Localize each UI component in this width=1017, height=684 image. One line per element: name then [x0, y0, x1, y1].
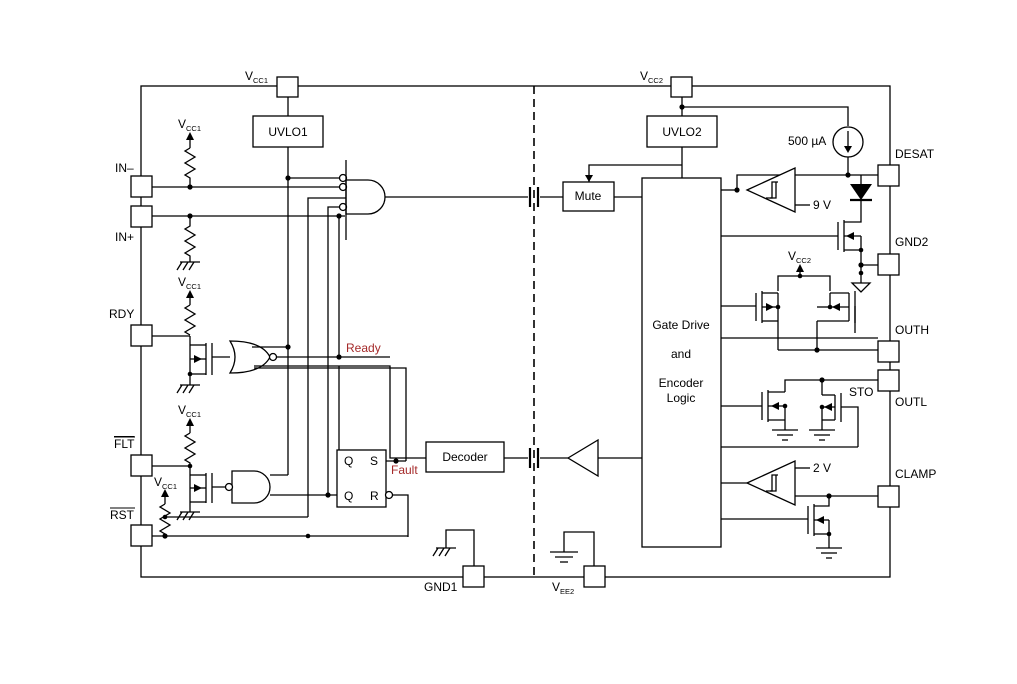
- vcc1-pullup-rst: VCC1: [154, 475, 177, 536]
- and-gate-input: [338, 160, 386, 240]
- ref-2v-label: 2 V: [813, 461, 831, 475]
- label-rst: RST: [110, 508, 135, 522]
- pin-gnd1: [462, 565, 485, 588]
- pin-outl: [877, 369, 900, 392]
- fault-label: Fault: [391, 463, 418, 477]
- rdy-nor-gate: [228, 340, 278, 374]
- label-outl: OUTL: [895, 395, 927, 409]
- label-in-minus: IN–: [115, 161, 134, 175]
- label-rdy: RDY: [109, 307, 134, 321]
- mute-block: [562, 181, 615, 212]
- sr-flipflop: [336, 449, 387, 508]
- desat-diode: [850, 184, 872, 202]
- label-in-plus: IN+: [115, 230, 134, 244]
- pin-rst: [130, 524, 153, 547]
- gnd2-symbol: [850, 282, 872, 293]
- svg-text:VCC1: VCC1: [154, 475, 177, 491]
- gate-drive-logic-block: [641, 177, 722, 548]
- label-flt: FLT: [114, 437, 135, 451]
- receiver-buffer: [566, 438, 599, 478]
- ready-label: Ready: [346, 341, 381, 355]
- ff-s: S: [370, 454, 378, 468]
- pin-in-minus: [130, 175, 153, 198]
- flt-nand-gate: [224, 470, 271, 504]
- pin-gnd2: [877, 253, 900, 276]
- pin-vcc1: [276, 76, 299, 98]
- clamp-nmos: [721, 496, 830, 548]
- current-source-label: 500 µA: [788, 134, 826, 148]
- mute-label: Mute: [575, 189, 602, 203]
- pin-flt: [130, 454, 153, 477]
- uvlo2-label: UVLO2: [662, 125, 702, 139]
- label-clamp: CLAMP: [895, 467, 936, 481]
- vcc1-pullup-in: VCC1: [178, 117, 201, 187]
- ground-outl-right: [809, 429, 835, 441]
- label-gnd1: GND1: [424, 580, 458, 594]
- pin-vcc2: [670, 76, 693, 98]
- vcc2-local-label: VCC2: [788, 249, 811, 265]
- clamp-comparator: [745, 459, 796, 507]
- label-desat: DESAT: [895, 147, 935, 161]
- decoder-label: Decoder: [442, 450, 487, 464]
- gate-logic-line3: Encoder: [659, 376, 704, 390]
- sto-nmos: [821, 393, 859, 447]
- gate-logic-line1: Gate Drive: [652, 318, 710, 332]
- svg-text:VCC1: VCC1: [178, 403, 201, 419]
- gate-logic-line2: and: [671, 347, 691, 361]
- ground-vee2: [550, 551, 578, 563]
- vcc1-pullup-flt: VCC1: [178, 403, 201, 465]
- ground-gnd1: [432, 547, 456, 557]
- pin-in-plus: [130, 205, 153, 228]
- label-vcc2: VCC2: [640, 69, 663, 85]
- ff-q-bottom: Q: [344, 489, 353, 503]
- label-vee2: VEE2: [552, 580, 574, 596]
- svg-text:VCC1: VCC1: [178, 117, 201, 133]
- ground-in-plus: [176, 261, 200, 271]
- decoder-block: [425, 441, 505, 473]
- sto-label: STO: [849, 385, 873, 399]
- gate-logic-line4: Logic: [667, 391, 696, 405]
- ground-rdy: [176, 384, 200, 394]
- ff-q-top: Q: [344, 454, 353, 468]
- ground-outl-left: [772, 429, 798, 441]
- pin-outh: [877, 340, 900, 363]
- ground-clamp: [816, 547, 842, 559]
- pin-vee2: [583, 565, 606, 588]
- pin-rdy: [130, 324, 153, 347]
- svg-text:VCC1: VCC1: [178, 275, 201, 291]
- label-gnd2: GND2: [895, 235, 929, 249]
- ff-r: R: [370, 489, 379, 503]
- current-source: [832, 126, 864, 158]
- pin-desat: [877, 164, 900, 187]
- pin-clamp: [877, 485, 900, 508]
- label-vcc1: VCC1: [245, 69, 268, 85]
- vcc1-pullup-rdy: VCC1: [178, 275, 201, 336]
- rdy-nmos: [189, 343, 213, 385]
- flt-nmos: [189, 466, 213, 512]
- outh-pmos-left: [721, 291, 779, 350]
- ref-9v-label: 9 V: [813, 198, 831, 212]
- desat-comparator: [745, 166, 796, 214]
- uvlo1-block: [252, 115, 324, 148]
- uvlo1-label: UVLO1: [268, 125, 308, 139]
- ground-flt: [176, 511, 200, 521]
- outh-pmos-right: [816, 291, 856, 352]
- label-outh: OUTH: [895, 323, 929, 337]
- outl-nmos-left: [721, 390, 786, 430]
